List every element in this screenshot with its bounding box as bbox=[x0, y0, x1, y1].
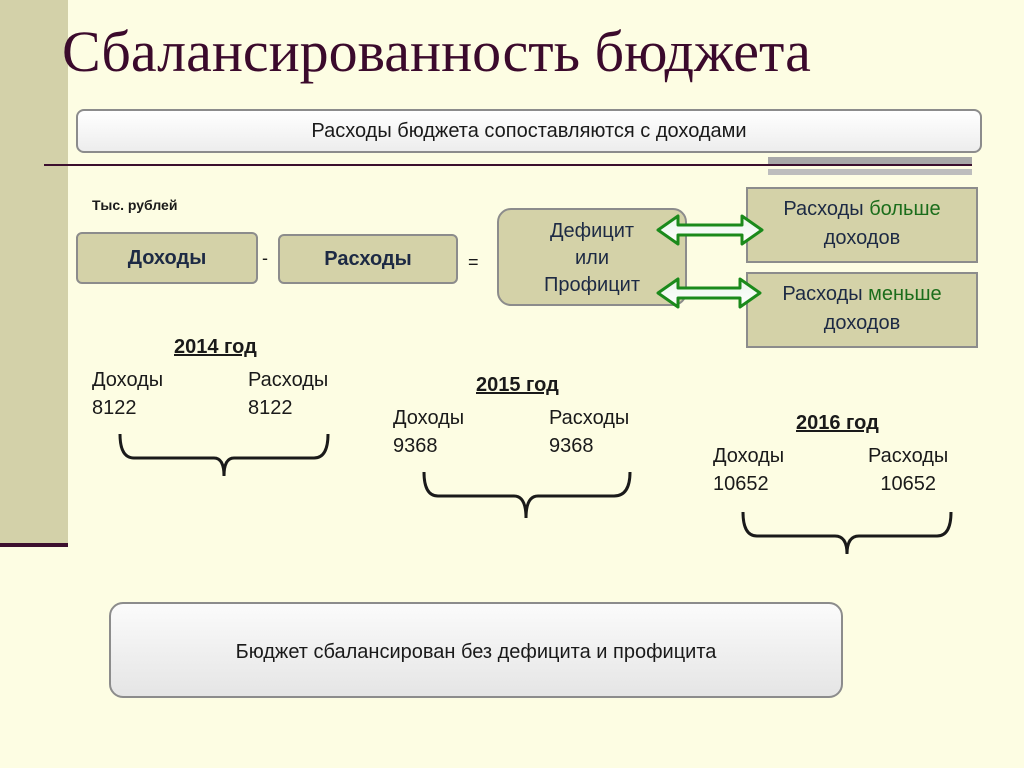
year-2016-expense-value: 10652 bbox=[880, 473, 936, 495]
year-2014-income: Доходы 8122 bbox=[92, 366, 163, 422]
year-2015-expense-value: 9368 bbox=[549, 435, 594, 457]
page-title: Сбалансированность бюджета bbox=[62, 19, 811, 84]
divider-line bbox=[44, 164, 972, 166]
case-more-suffix: доходов bbox=[823, 227, 901, 249]
year-2016-expense: Расходы 10652 bbox=[868, 442, 948, 498]
case-less-word: меньше bbox=[868, 283, 942, 305]
case-less-suffix: доходов bbox=[823, 312, 901, 334]
surplus-text: Профицит bbox=[543, 274, 641, 296]
or-text: или bbox=[574, 247, 609, 269]
year-2015-title: 2015 год bbox=[476, 374, 559, 396]
year-2015-income-label: Доходы bbox=[393, 407, 465, 429]
case-more-prefix: Расходы bbox=[783, 198, 870, 220]
year-2014-expense-value: 8122 bbox=[248, 397, 293, 419]
year-2016-income: Доходы 10652 bbox=[713, 442, 784, 498]
summary-box: Бюджет сбалансирован без дефицита и проф… bbox=[109, 602, 843, 698]
year-2014-income-label: Доходы bbox=[92, 369, 164, 391]
deficit-text: Дефицит bbox=[549, 220, 635, 242]
left-decor-band bbox=[0, 0, 68, 546]
year-2016-income-label: Доходы bbox=[713, 445, 785, 467]
brace-2015-icon bbox=[422, 471, 632, 519]
year-2016-income-value: 10652 bbox=[713, 473, 769, 495]
income-label: Доходы bbox=[127, 247, 207, 269]
year-2015-expense: Расходы 9368 bbox=[549, 404, 629, 460]
divider-bar-top bbox=[768, 157, 972, 164]
case-less-prefix: Расходы bbox=[782, 283, 869, 305]
expense-label: Расходы bbox=[324, 248, 412, 270]
minus-sign: - bbox=[262, 248, 268, 268]
case-expense-less-box: Расходы меньше доходов bbox=[746, 272, 978, 348]
case-more-word: больше bbox=[869, 198, 941, 220]
left-decor-line bbox=[0, 543, 68, 547]
divider-bar-bottom bbox=[768, 169, 972, 175]
year-2014-expense-label: Расходы bbox=[248, 369, 329, 391]
year-2014-income-value: 8122 bbox=[92, 397, 137, 419]
expense-box: Расходы bbox=[278, 234, 458, 284]
equals-sign: = bbox=[468, 252, 479, 272]
unit-label: Тыс. рублей bbox=[92, 197, 178, 213]
brace-2016-icon bbox=[741, 511, 953, 555]
year-2014-title: 2014 год bbox=[174, 336, 257, 358]
year-2014-expense: Расходы 8122 bbox=[248, 366, 328, 422]
double-arrow-icon-bottom bbox=[656, 277, 762, 309]
case-expense-more-box: Расходы больше доходов bbox=[746, 187, 978, 263]
year-2015-expense-label: Расходы bbox=[549, 407, 630, 429]
income-box: Доходы bbox=[76, 232, 258, 284]
year-2016-title: 2016 год bbox=[796, 412, 879, 434]
double-arrow-icon-top bbox=[656, 214, 764, 246]
year-2015-income: Доходы 9368 bbox=[393, 404, 464, 460]
subtitle-box: Расходы бюджета сопоставляются с доходам… bbox=[76, 109, 982, 153]
brace-2014-icon bbox=[118, 433, 330, 477]
deficit-surplus-box: Дефицит или Профицит bbox=[497, 208, 687, 306]
year-2015-income-value: 9368 bbox=[393, 435, 438, 457]
summary-text: Бюджет сбалансирован без дефицита и проф… bbox=[235, 641, 717, 663]
year-2016-expense-label: Расходы bbox=[868, 445, 949, 467]
subtitle-text: Расходы бюджета сопоставляются с доходам… bbox=[311, 120, 747, 142]
